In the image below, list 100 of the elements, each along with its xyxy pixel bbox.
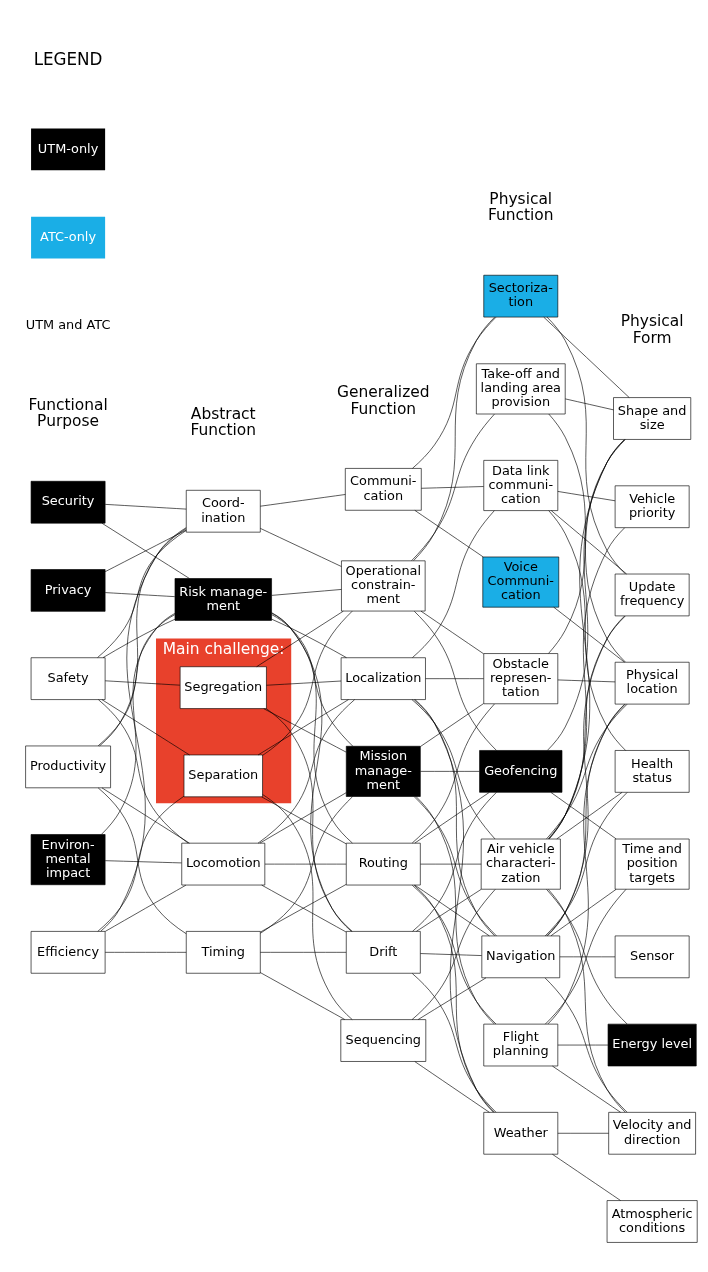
node-box: Shape and size [613, 397, 692, 440]
connector [552, 1065, 621, 1113]
node-box: Separation [183, 754, 263, 798]
connector [414, 884, 490, 937]
connector [411, 973, 497, 1113]
node-box: Weather [483, 1112, 559, 1155]
connector [557, 491, 616, 502]
connector [557, 1132, 609, 1134]
connector [100, 527, 187, 932]
node-box: Risk manage- ment [174, 578, 272, 621]
connector [546, 703, 626, 937]
connector [414, 1061, 490, 1113]
connector [97, 614, 176, 747]
connector [257, 699, 355, 844]
connector [265, 708, 353, 932]
label: Abstract Function [190, 404, 257, 440]
connector [415, 796, 495, 1025]
connector [104, 529, 187, 572]
connector [414, 792, 490, 844]
connector [547, 615, 625, 937]
connector [411, 413, 495, 561]
connector [550, 792, 617, 840]
connector [256, 610, 344, 668]
node-box: Air vehicle characteri- zation [480, 838, 561, 890]
connector [421, 486, 484, 489]
node-box: Vehicle priority [614, 485, 690, 528]
connector [552, 1154, 621, 1201]
node-box: Sequencing [340, 1019, 427, 1062]
connector [416, 889, 482, 932]
connector [102, 618, 176, 658]
node-box: Data link communi- cation [483, 460, 559, 511]
node-box: Productivity [25, 745, 111, 789]
connector [104, 504, 187, 510]
connector [264, 863, 347, 865]
label: Physical Function [487, 189, 554, 225]
connector [104, 680, 181, 686]
connector [104, 592, 176, 597]
connector [547, 703, 625, 1025]
connector [266, 680, 342, 686]
connector [97, 530, 187, 658]
node-box: Navigation [481, 935, 561, 979]
node-box: Timing [185, 931, 261, 974]
node-box: Operational constrain- ment [341, 560, 426, 612]
connector [271, 589, 342, 596]
node-box: Voice Communi- cation [482, 556, 560, 608]
node-box: Efficiency [30, 931, 106, 974]
connector [260, 796, 353, 934]
connector [98, 699, 189, 844]
connector [414, 510, 484, 558]
connector [548, 527, 625, 840]
connector [101, 699, 190, 756]
connector [548, 439, 625, 840]
connector [104, 884, 187, 932]
node-box: Physical location [614, 661, 690, 705]
node-box: Time and position targets [614, 838, 690, 890]
connector [413, 699, 495, 937]
node-box: Sensor [614, 935, 690, 979]
connector [547, 439, 625, 751]
connector [546, 703, 628, 840]
connector [556, 792, 623, 840]
node-box: Mission manage- ment [345, 745, 421, 797]
node-box: Obstacle represen- tation [483, 653, 559, 705]
node-box: Energy level [607, 1023, 697, 1067]
connector [557, 679, 616, 683]
connector [553, 606, 625, 663]
connector [101, 522, 190, 579]
connector [271, 618, 347, 658]
connector [257, 699, 349, 756]
node-box: Locomotion [181, 842, 266, 886]
connector [260, 528, 342, 567]
node-box: Routing [345, 842, 421, 886]
connector [413, 316, 495, 561]
connector [550, 889, 617, 937]
node-box: Coord- ination [185, 490, 261, 533]
connector [260, 494, 346, 507]
connector [412, 316, 497, 469]
connector [271, 612, 353, 844]
node-box: Update frequency [614, 573, 690, 617]
node-box: Safety [30, 657, 106, 700]
connector [271, 614, 354, 747]
connector [559, 956, 616, 958]
node-box: Segregation [179, 666, 267, 709]
label: Physical Form [620, 311, 684, 347]
node-box: Flight planning [483, 1023, 559, 1067]
connector [425, 678, 484, 679]
label: LEGEND [33, 49, 103, 70]
connector [262, 610, 353, 756]
node-box: Drift [345, 931, 421, 974]
connector [564, 398, 614, 411]
connector [544, 977, 628, 1113]
connector [101, 787, 190, 844]
connector [550, 510, 627, 575]
connector [412, 510, 495, 658]
legend-label: UTM-only [37, 140, 99, 156]
connector [260, 972, 346, 1020]
connector [420, 953, 482, 956]
node-box: Velocity and direction [608, 1112, 696, 1155]
node-box: Security [30, 481, 106, 524]
connector [413, 884, 495, 1113]
legend-label: ATC-only [40, 228, 97, 244]
